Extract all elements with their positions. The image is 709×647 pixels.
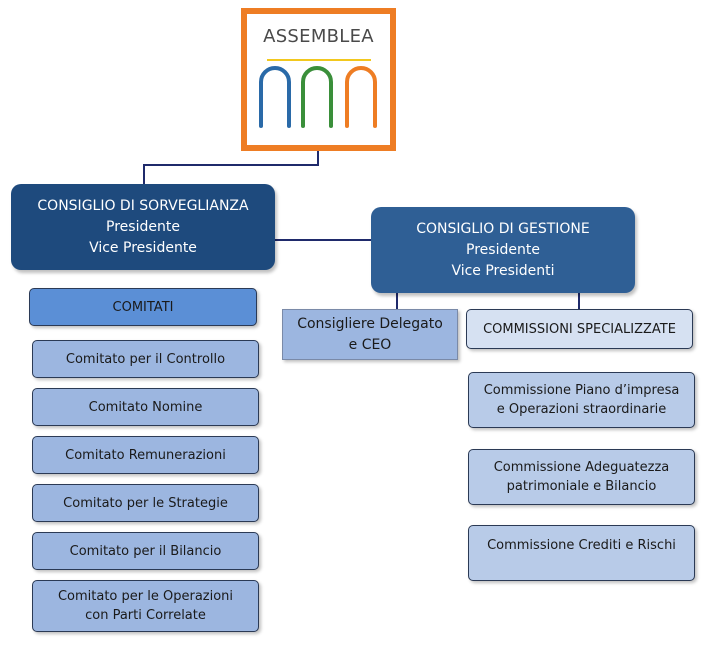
comitato-nomine: Comitato Nomine xyxy=(32,388,259,426)
consiglio-gestione-box: CONSIGLIO DI GESTIONE Presidente Vice Pr… xyxy=(371,207,635,293)
comitato-controllo: Comitato per il Controllo xyxy=(32,340,259,378)
consiglio-sorveglianza-box: CONSIGLIO DI SORVEGLIANZA Presidente Vic… xyxy=(11,184,275,270)
consiglio-sorveglianza-vice: Vice Presidente xyxy=(89,239,197,256)
arch-green-icon xyxy=(301,66,333,128)
connector-to-consigliere xyxy=(396,293,398,309)
comitato-strategie: Comitato per le Strategie xyxy=(32,484,259,522)
consiglio-gestione-title: CONSIGLIO DI GESTIONE xyxy=(416,220,590,237)
comitato-parti-correlate: Comitato per le Operazioni con Parti Cor… xyxy=(32,580,259,632)
consigliere-delegato-box: Consigliere Delegato e CEO xyxy=(282,309,458,360)
commissione-adeguatezza: Commissione Adeguatezza patrimoniale e B… xyxy=(468,449,695,505)
arch-blue-icon xyxy=(259,66,291,128)
connector-assemblea-down xyxy=(317,151,319,166)
comitato-remunerazioni: Comitato Remunerazioni xyxy=(32,436,259,474)
consigliere-delegato-line1: Consigliere Delegato xyxy=(297,315,443,332)
comitato-bilancio: Comitato per il Bilancio xyxy=(32,532,259,570)
connector-to-sorveglianza xyxy=(143,164,145,184)
assemblea-label: ASSEMBLEA xyxy=(263,26,374,47)
consiglio-sorveglianza-title: CONSIGLIO DI SORVEGLIANZA xyxy=(37,197,249,214)
arches-icon xyxy=(259,59,377,128)
commissione-piano-impresa: Commissione Piano d’impresa e Operazioni… xyxy=(468,372,695,428)
commissione-crediti-rischi: Commissione Crediti e Rischi xyxy=(468,525,695,581)
connector-boards xyxy=(275,239,371,241)
comitati-header: COMITATI xyxy=(29,288,257,326)
consigliere-delegato-line2: e CEO xyxy=(348,336,392,353)
consiglio-sorveglianza-presidente: Presidente xyxy=(106,218,180,235)
connector-assemblea-horizontal xyxy=(143,164,319,166)
commissioni-header: COMMISSIONI SPECIALIZZATE xyxy=(466,309,693,349)
assemblea-logo: ASSEMBLEA xyxy=(241,8,396,151)
connector-to-commissioni xyxy=(578,293,580,309)
consiglio-gestione-presidente: Presidente xyxy=(466,241,540,258)
consiglio-gestione-vice: Vice Presidenti xyxy=(451,262,555,279)
arch-orange-icon xyxy=(345,66,377,128)
